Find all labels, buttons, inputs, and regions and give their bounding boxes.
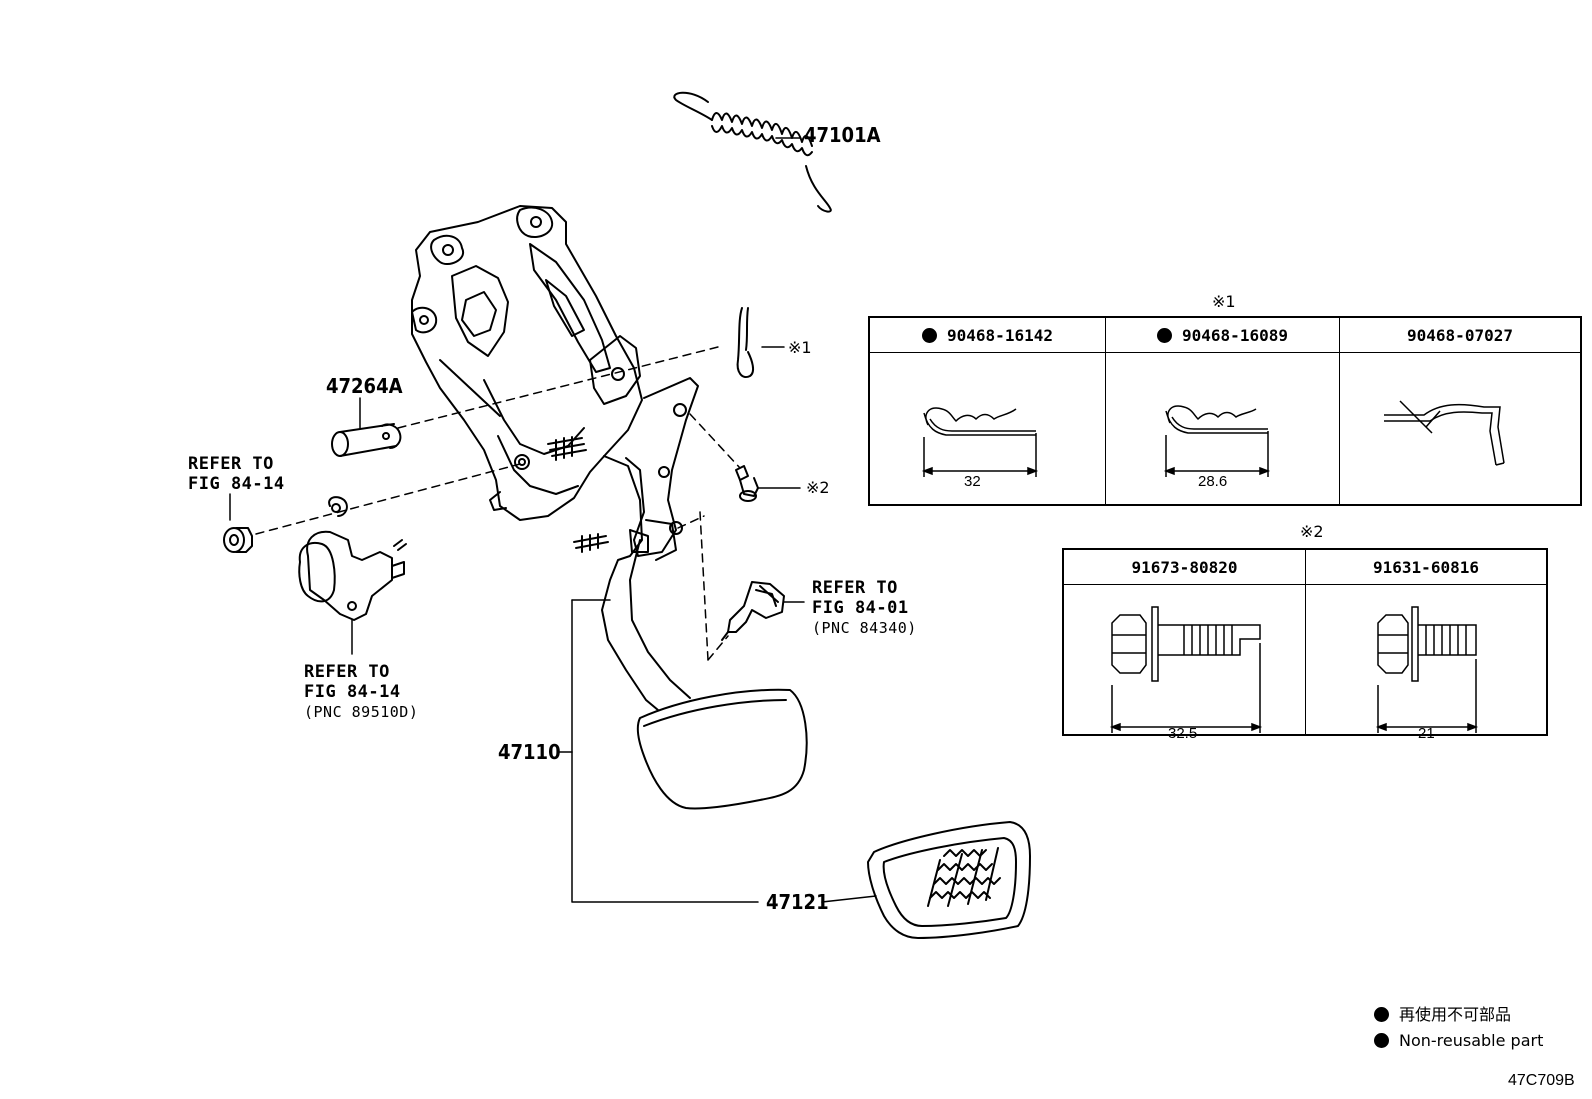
assembly-lines	[255, 345, 741, 661]
non-reusable-dot-icon	[1374, 1033, 1389, 1048]
ref-sensor-line3: (PNC 89510D)	[304, 703, 419, 721]
pedal-stroke-sensor	[298, 496, 407, 655]
table2-header: 91673-80820 91631-60816	[1064, 550, 1546, 585]
table2-col2-part: 91631-60816	[1373, 557, 1479, 577]
non-reusable-dot-icon	[1374, 1007, 1389, 1022]
table1-col1-dim: 32	[964, 473, 981, 490]
table2-title: ※2	[1300, 522, 1324, 541]
table2-col1-dim: 32.5	[1168, 725, 1198, 742]
pedal-arm	[547, 377, 699, 711]
bushing	[223, 493, 253, 553]
ref-bushing-line1: REFER TO	[188, 454, 274, 474]
callout-47110: 47110	[498, 740, 561, 764]
ref-sensor-line1: REFER TO	[304, 662, 390, 682]
return-spring	[673, 91, 832, 213]
table2-col1-part: 91673-80820	[1064, 550, 1306, 584]
table1-col1-drawing: 32	[870, 353, 1106, 505]
legend-jp: 再使用不可部品	[1374, 1002, 1543, 1028]
ref-switch-line3: (PNC 84340)	[812, 619, 917, 637]
table1-col1-part: 90468-16142	[870, 318, 1106, 352]
ref-switch: REFER TO FIG 84-01 (PNC 84340)	[812, 578, 917, 638]
table2-col1-drawing: 32.5	[1064, 585, 1306, 742]
clip-07027-icon	[1384, 400, 1505, 466]
ref-bushing-line2: FIG 84-14	[188, 474, 285, 494]
table1-header: 90468-16142 90468-16089 90468-07027	[870, 318, 1580, 353]
clip-variants-table: 90468-16142 90468-16089 90468-07027 32	[868, 316, 1582, 506]
pedal-pad-on-arm	[636, 688, 808, 810]
table2-body: 32.5 21	[1064, 585, 1546, 742]
ref-switch-line1: REFER TO	[812, 578, 898, 598]
table2-col2-dim: 21	[1418, 725, 1435, 742]
table1-body: 32 28.6	[870, 353, 1580, 505]
legend-en: Non-reusable part	[1374, 1028, 1543, 1054]
pedal-bracket	[411, 205, 643, 521]
bolt-60816-icon	[1375, 606, 1479, 733]
table1-col3-drawing	[1340, 353, 1580, 505]
ref-sensor-line2: FIG 84-14	[304, 682, 401, 702]
stop-lamp-switch	[721, 581, 805, 641]
table2-col2-drawing: 21	[1306, 585, 1546, 742]
ref-switch-line2: FIG 84-01	[812, 598, 909, 618]
callout-47264A: 47264A	[326, 374, 403, 398]
ref-sensor: REFER TO FIG 84-14 (PNC 89510D)	[304, 662, 418, 722]
retainer-clip	[736, 307, 785, 378]
mounting-bolt	[735, 465, 801, 502]
bolt-variants-table: 91673-80820 91631-60816 32.5	[1062, 548, 1548, 742]
non-reusable-dot-icon	[1157, 327, 1173, 343]
table1-col2-drawing: 28.6	[1106, 353, 1340, 505]
callout-47121: 47121	[766, 890, 829, 914]
bolt-80820-icon	[1109, 606, 1263, 733]
leader-lines	[559, 599, 877, 903]
table1-col2-dim: 28.6	[1198, 473, 1228, 490]
table1-col3-part: 90468-07027	[1407, 325, 1513, 345]
table1-col2-part: 90468-16089	[1106, 318, 1340, 352]
non-reusable-dot-icon	[922, 327, 938, 343]
legend: 再使用不可部品 Non-reusable part	[1374, 1002, 1543, 1054]
clip-16142-icon	[921, 407, 1039, 477]
ref-bushing: REFER TO FIG 84-14	[188, 454, 285, 494]
clip-16089-icon	[1163, 405, 1271, 477]
callout-note2-bolt: ※2	[806, 478, 830, 497]
figure-code: 47C709B	[1508, 1072, 1575, 1089]
callout-note1-clip: ※1	[788, 338, 812, 357]
callout-47101A: 47101A	[804, 123, 881, 147]
table1-title: ※1	[1212, 292, 1236, 311]
clevis-pin	[331, 397, 402, 457]
pedal-pad-cover	[867, 821, 1031, 939]
